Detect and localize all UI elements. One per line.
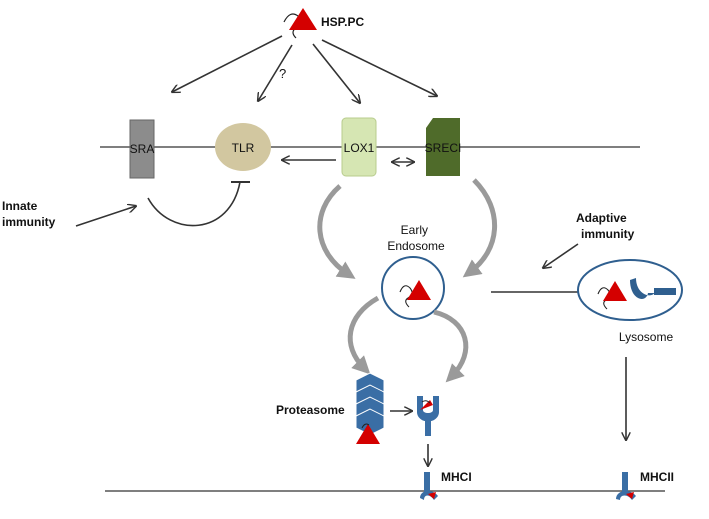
tlr-label: TLR	[232, 141, 255, 155]
lysosome-hsp-icon	[597, 281, 627, 310]
question-mark: ?	[279, 66, 286, 81]
adaptive-immunity-label: Adaptive immunity	[576, 211, 635, 241]
mhci-label: MHCI	[441, 470, 472, 484]
arrow-to-lox1	[312, 43, 360, 103]
curved-arrow-endosome-to-proteasome	[347, 295, 380, 375]
curved-arrow-endosome-to-mhci	[433, 309, 469, 383]
lysosome-label: Lysosome	[619, 330, 674, 344]
hsp-triangle-icon	[289, 8, 317, 30]
arrow-to-tlr	[258, 44, 293, 101]
sreci-receptor	[426, 118, 460, 176]
curved-arrow-sreci-to-endosome	[462, 178, 498, 278]
arrow-innate-immunity	[75, 206, 136, 227]
mhci-surface-icon	[420, 472, 438, 500]
hsp-pc-label: HSP.PC	[321, 15, 364, 29]
curved-arrow-lox1-to-endosome	[317, 184, 356, 279]
lox1-receptor	[341, 117, 377, 177]
sra-label: SRA	[130, 142, 155, 156]
early-endosome	[381, 256, 445, 320]
lox1-label: LOX1	[344, 141, 375, 155]
sra-tlr-inhibition	[147, 181, 241, 227]
hsp-pc-complex-icon	[283, 8, 317, 39]
mhcii-surface-icon	[616, 472, 636, 500]
proteasome-label: Proteasome	[276, 403, 345, 417]
innate-immunity-label: Innate immunity	[2, 199, 56, 229]
proteasome-icon	[355, 372, 385, 444]
mhcii-label: MHCII	[640, 470, 674, 484]
early-endosome-label: Early Endosome	[387, 223, 445, 253]
tlr-receptor	[215, 123, 271, 171]
arrow-to-sra	[172, 35, 283, 92]
mhci-loaded-icon	[417, 396, 439, 436]
lysosome-mhcii-icon	[630, 278, 676, 300]
sra-receptor	[129, 119, 155, 179]
sreci-label: SRECI	[425, 141, 462, 155]
endosome-hsp-icon	[399, 280, 431, 308]
arrow-to-sreci	[321, 39, 437, 96]
arrow-adaptive-immunity	[543, 243, 579, 268]
